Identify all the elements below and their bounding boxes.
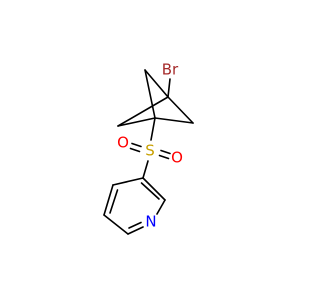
atom-o-left-label: O (117, 134, 129, 152)
structure-canvas: Br S O O N (103, 60, 194, 235)
bond-ring-c6-n (127, 226, 144, 235)
bond-cage-top-to-c1 (144, 69, 156, 119)
bond-ring-c6-n-inner (128, 221, 142, 229)
molecule-drawing: Br S O O N (103, 61, 194, 235)
bond-cage-right-to-bridgehead (167, 96, 194, 124)
atom-n-label: N (145, 213, 156, 231)
bond-ring-c4-c5 (103, 184, 114, 216)
bond-cage-left-to-bridgehead (117, 96, 169, 127)
bond-s-to-ring (142, 160, 149, 179)
atom-o-right-label: O (171, 149, 183, 167)
bond-ring-c2-c3-inner (140, 182, 160, 200)
bond-cage-left-to-c1 (117, 117, 156, 127)
bond-ring-c3-c4 (112, 177, 144, 186)
bond-bridgehead-to-br (167, 78, 171, 98)
bond-s-to-o-right-a (160, 149, 171, 155)
bond-s-to-o-left-b (129, 147, 141, 153)
bond-ring-c4-c5-inner (109, 189, 119, 214)
bond-ring-c5-c6 (103, 214, 129, 235)
bond-c1-to-s (150, 117, 156, 141)
bond-cage-right-to-c1 (154, 117, 194, 124)
bond-s-to-o-right-b (158, 154, 170, 160)
bond-ring-n-c2 (156, 199, 166, 215)
bond-cage-top-to-bridgehead (144, 69, 169, 98)
atom-s-label: S (145, 142, 155, 160)
atom-br-label: Br (162, 61, 179, 79)
bond-ring-c2-c3 (142, 177, 166, 201)
bond-s-to-o-left-a (131, 142, 142, 148)
